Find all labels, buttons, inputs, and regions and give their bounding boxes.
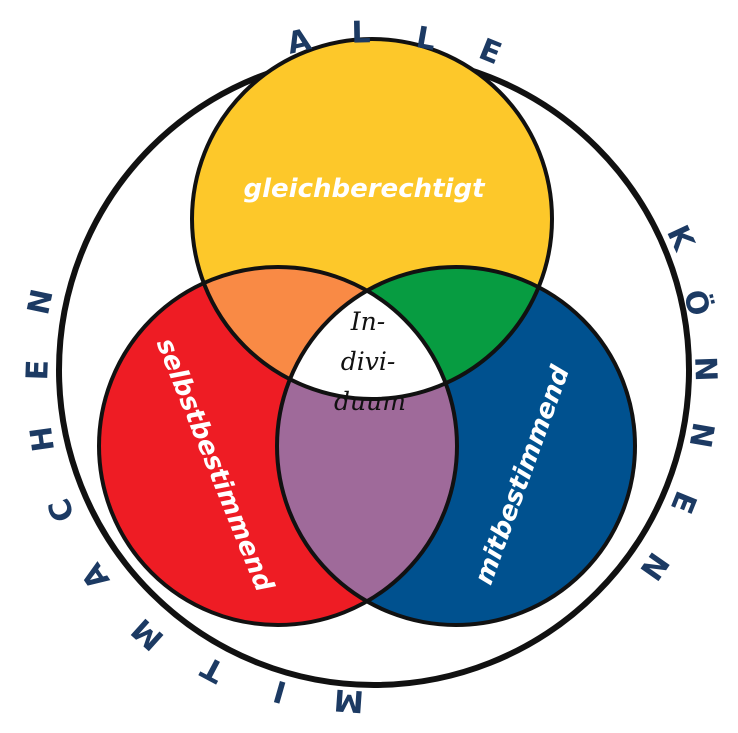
ring-letter-mitmachen-1: M (333, 682, 365, 719)
ring-letter-mitmachen-4: M (125, 611, 171, 657)
ring-letter-mitmachen-8: E (20, 359, 56, 381)
ring-letter-mitmachen-9: N (21, 286, 60, 318)
center-line-3: duum (334, 387, 406, 416)
ring-letter-koennen-5: E (663, 486, 703, 518)
ring-letter-koennen-2: Ö (676, 286, 718, 320)
ring-letter-alle-1: A (284, 22, 315, 62)
ring-letter-mitmachen-5: A (75, 556, 117, 595)
ring-letter-koennen-3: N (687, 356, 723, 382)
ring-letter-koennen-4: N (682, 420, 721, 451)
overlap-center (277, 267, 457, 399)
label-gleichberechtigt: gleichberechtigt (244, 174, 487, 204)
ring-letter-mitmachen-7: H (24, 424, 62, 454)
center-line-2: divi- (341, 347, 396, 376)
ring-letter-alle-2: L (351, 15, 371, 50)
ring-letter-mitmachen-3: T (195, 648, 230, 689)
center-line-1: In- (350, 307, 385, 336)
ring-letter-mitmachen-2: I (270, 673, 290, 710)
ring-letter-koennen-6: N (632, 546, 675, 587)
circle-top-outline (190, 37, 554, 401)
circle-right-outline (275, 265, 637, 627)
ring-letter-alle-4: E (474, 32, 506, 72)
circle-left-outline (97, 265, 459, 627)
ring-letter-mitmachen-6: C (42, 494, 82, 527)
